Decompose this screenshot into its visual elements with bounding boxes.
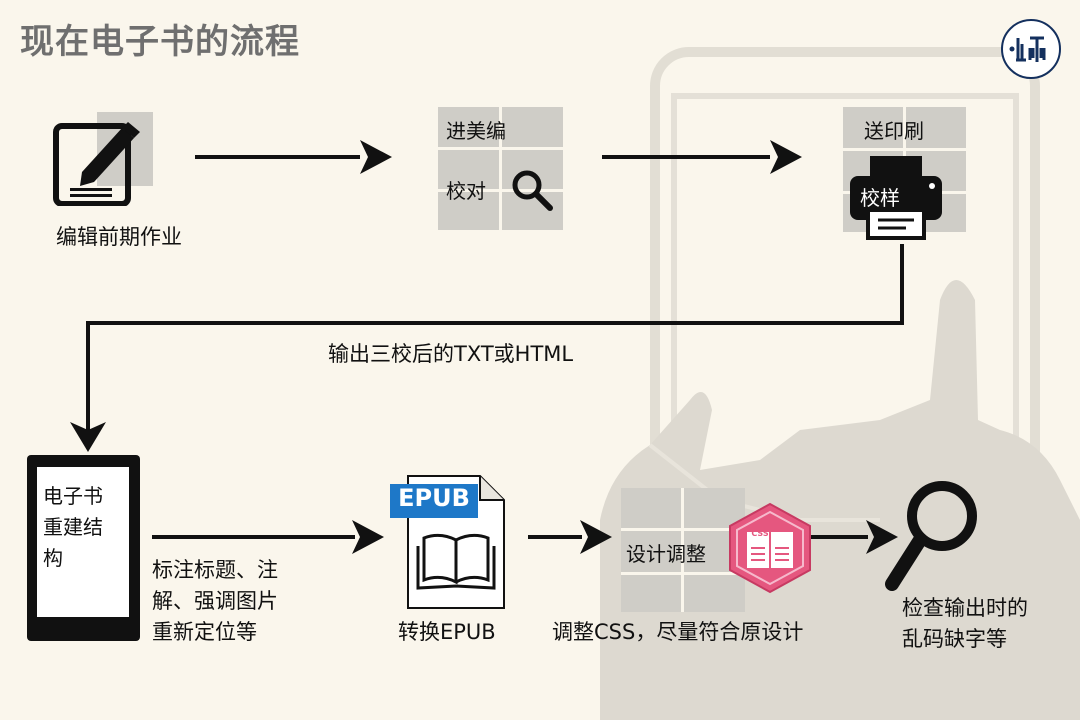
brand-logo xyxy=(1001,19,1061,79)
stage3-mid-label: 校样 xyxy=(860,186,900,210)
edit-document-icon xyxy=(53,122,140,206)
css-book-icon xyxy=(729,502,811,594)
printer-icon xyxy=(850,156,942,240)
page-title: 现在电子书的流程 xyxy=(20,22,300,62)
ebook-note: 标注标题、注 解、强调图片 重新定位等 xyxy=(152,558,278,644)
design-grid xyxy=(621,488,745,612)
output-caption: 输出三校后的TXT或HTML xyxy=(328,342,574,366)
check-caption: 检查输出时的 乱码缺字等 xyxy=(902,596,1028,651)
ebook-structure-label: 电子书 重建结 构 xyxy=(43,484,103,570)
stage2-top-label: 进美编 xyxy=(446,119,506,143)
editing-caption: 编辑前期作业 xyxy=(56,225,182,249)
stage3-top-label: 送印刷 xyxy=(864,119,924,143)
epub-badge-text: EPUB xyxy=(398,484,470,512)
design-label: 设计调整 xyxy=(626,542,706,566)
epub-file-icon xyxy=(390,475,505,609)
ebook-device: 电子书 重建结 构 xyxy=(27,455,140,641)
ebook-screen: 电子书 重建结 构 xyxy=(37,467,129,617)
search-icon xyxy=(512,170,553,211)
css-badge-text: CSS xyxy=(751,529,769,538)
css-caption: 调整CSS，尽量符合原设计 xyxy=(552,620,804,644)
epub-caption: 转换EPUB xyxy=(398,620,496,644)
proofreading-grid xyxy=(438,107,563,230)
magnifier-icon xyxy=(885,481,977,591)
stage2-mid-label: 校对 xyxy=(446,179,486,203)
